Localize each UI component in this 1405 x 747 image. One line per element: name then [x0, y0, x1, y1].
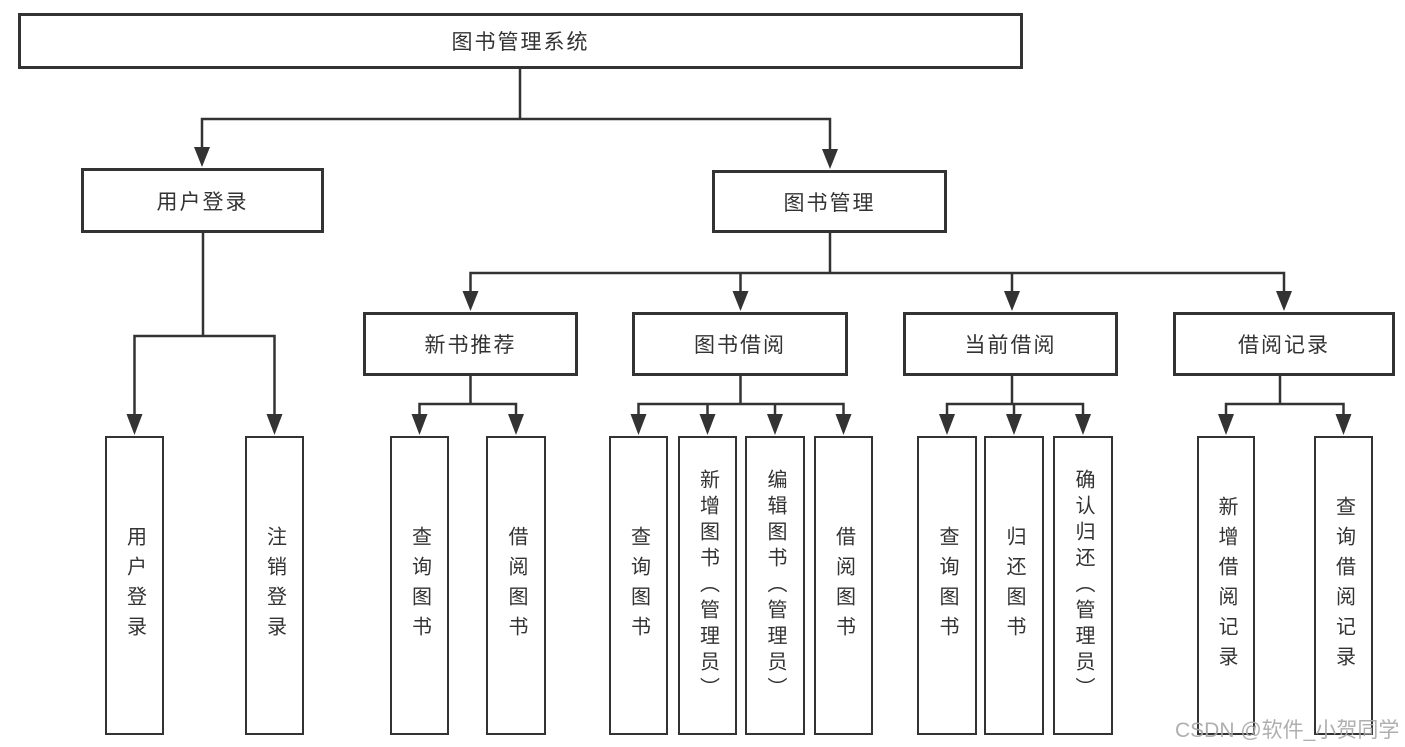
leaf-confirm-return-admin-label: 确认归还（管理员）	[1072, 468, 1094, 703]
connector-current-borrow	[945, 374, 1085, 418]
arrowhead	[822, 149, 838, 169]
leaf-user-login: 用户登录	[105, 436, 164, 735]
arrowhead	[699, 414, 716, 435]
node-borrow-records-label: 借阅记录	[1238, 334, 1330, 357]
leaf-borrow-books: 借阅图书	[814, 436, 873, 735]
connector-book-borrow	[637, 374, 845, 418]
leaf-user-login-label: 用户登录	[123, 525, 146, 646]
arrowhead	[767, 414, 783, 435]
leaf-edit-book-admin-label: 编辑图书（管理员）	[764, 468, 786, 703]
node-new-book-recommend: 新书推荐	[363, 312, 578, 376]
leaf-borrow-books-recommend: 借阅图书	[486, 436, 546, 735]
arrowhead	[508, 414, 524, 435]
leaf-query-books-current-label: 查询图书	[936, 525, 958, 646]
arrowhead	[126, 414, 143, 435]
leaf-add-borrow-record: 新增借阅记录	[1197, 436, 1255, 735]
node-book-management-label: 图书管理	[783, 191, 876, 215]
leaf-query-books-current: 查询图书	[917, 436, 977, 735]
leaf-borrow-books-recommend-label: 借阅图书	[505, 525, 527, 646]
node-book-borrow-label: 图书借阅	[694, 334, 786, 357]
leaf-return-books: 归还图书	[984, 436, 1044, 735]
leaf-query-borrow-record-label: 查询借阅记录	[1332, 495, 1355, 676]
connector-borrow-records	[1224, 374, 1345, 418]
node-user-login-label: 用户登录	[156, 190, 249, 214]
arrowhead	[1218, 414, 1234, 435]
connector-root	[200, 67, 832, 152]
arrowhead	[1075, 414, 1091, 435]
arrowhead	[630, 414, 647, 435]
leaf-add-borrow-record-label: 新增借阅记录	[1215, 495, 1237, 676]
leaf-return-books-label: 归还图书	[1003, 525, 1025, 646]
arrowhead	[835, 414, 852, 435]
arrowhead	[462, 291, 479, 311]
leaf-add-book-admin: 新增图书（管理员）	[678, 436, 737, 735]
arrowhead	[194, 147, 210, 167]
leaf-add-book-admin-label: 新增图书（管理员）	[696, 468, 719, 703]
leaf-logout-label: 注销登录	[263, 525, 286, 646]
node-borrow-records: 借阅记录	[1173, 312, 1395, 376]
connector-book-management	[469, 231, 1286, 294]
leaf-edit-book-admin: 编辑图书（管理员）	[745, 436, 805, 735]
node-root-label: 图书管理系统	[451, 31, 590, 54]
leaf-query-borrow-record: 查询借阅记录	[1314, 436, 1373, 735]
leaf-query-books-borrow: 查询图书	[609, 436, 668, 735]
arrowhead	[411, 414, 428, 435]
leaf-logout: 注销登录	[245, 436, 304, 735]
node-root: 图书管理系统	[18, 13, 1023, 69]
leaf-query-books-recommend-label: 查询图书	[408, 525, 431, 646]
node-book-management: 图书管理	[712, 170, 947, 233]
node-current-borrow-label: 当前借阅	[964, 334, 1057, 357]
node-new-book-recommend-label: 新书推荐	[424, 334, 517, 357]
csdn-watermark: CSDN @软件_小贺同学	[1175, 719, 1400, 742]
arrowhead	[1335, 414, 1352, 435]
arrowhead	[1006, 414, 1022, 435]
leaf-query-books-borrow-label: 查询图书	[627, 525, 650, 646]
node-user-login: 用户登录	[81, 168, 324, 233]
arrowhead	[266, 414, 283, 435]
arrowhead	[1276, 291, 1292, 311]
connector-user-login	[133, 231, 276, 417]
node-book-borrow: 图书借阅	[632, 312, 848, 376]
arrowhead	[732, 291, 749, 311]
connector-new-book	[418, 374, 518, 418]
arrowhead	[1004, 291, 1020, 311]
leaf-query-books-recommend: 查询图书	[390, 436, 449, 735]
leaf-confirm-return-admin: 确认归还（管理员）	[1053, 436, 1113, 735]
leaf-borrow-books-label: 借阅图书	[832, 525, 855, 646]
arrowhead	[939, 414, 955, 435]
node-current-borrow: 当前借阅	[903, 312, 1118, 376]
